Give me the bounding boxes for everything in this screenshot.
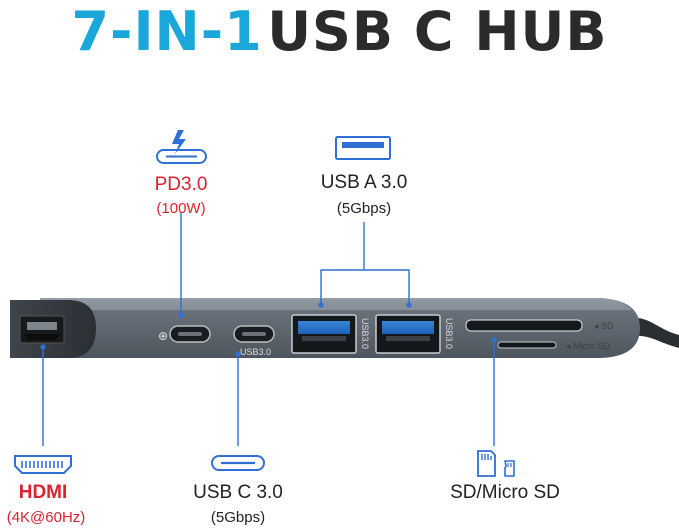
usb-a-detail: (5Gbps) xyxy=(336,200,392,217)
card-label: SD/Micro SD xyxy=(450,482,560,503)
hdmi-port xyxy=(19,315,65,344)
hdmi-label: HDMI xyxy=(18,482,68,503)
lightning-c-port-icon xyxy=(156,130,207,164)
pd-detail: (100W) xyxy=(156,200,206,217)
usbc-port-mark: USB3.0 xyxy=(240,347,271,357)
usb-c-port-icon xyxy=(211,455,265,471)
usba-port-mark-2: USB3.0 xyxy=(444,318,454,349)
usb-a-port-1 xyxy=(291,314,357,354)
pd-symbol: ⊕ xyxy=(158,329,168,343)
callout-lines xyxy=(40,212,497,446)
usb-a-port-2 xyxy=(375,314,441,354)
hub-cable xyxy=(636,318,679,348)
usbc-pd-port: ⊕ xyxy=(158,325,211,343)
hdmi-detail: (4K@60Hz) xyxy=(6,509,86,526)
usb-a-label: USB A 3.0 xyxy=(320,172,408,193)
sd-slot-mark: ◂ SD xyxy=(594,321,614,331)
micro-sd-card-icon xyxy=(504,460,515,477)
pd-label: PD3.0 xyxy=(154,174,208,195)
microsd-slot-mark: ◂ Micro SD xyxy=(566,341,611,351)
usb-a-port-icon xyxy=(335,136,391,160)
title-7-in-1: 7-IN-1 xyxy=(71,0,263,63)
hdmi-port-icon xyxy=(14,455,72,474)
sd-slot xyxy=(465,319,583,332)
micro-sd-slot xyxy=(497,341,557,349)
sd-card-icon xyxy=(477,450,496,477)
usbc-data-port xyxy=(233,325,275,343)
usb-c-detail: (5Gbps) xyxy=(210,509,266,526)
page-title: 7-IN-1 USB C HUB xyxy=(0,0,679,72)
title-usb-c-hub: USB C HUB xyxy=(267,0,608,63)
usb-c-label: USB C 3.0 xyxy=(193,482,283,503)
usba-port-mark-1: USB3.0 xyxy=(360,318,370,349)
